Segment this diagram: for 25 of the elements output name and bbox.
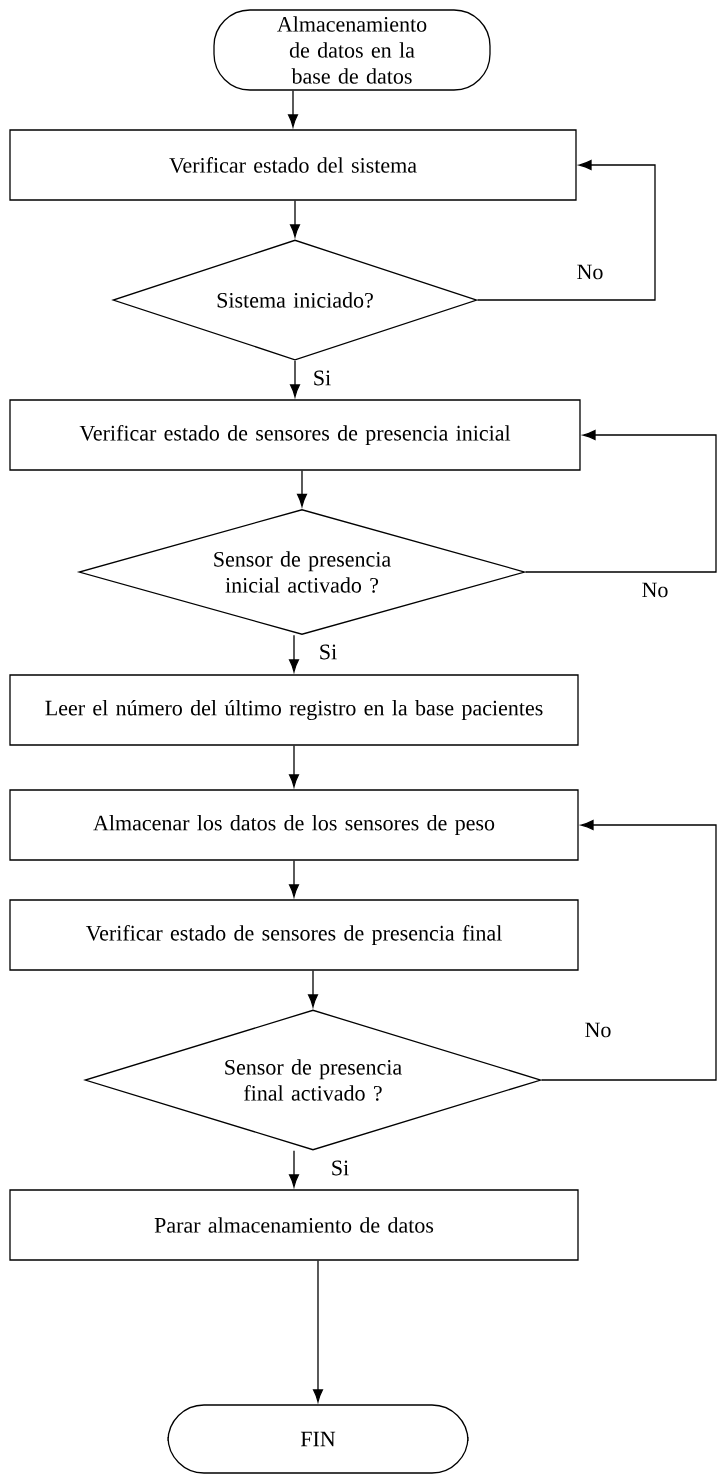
arrow (312, 1260, 324, 1403)
process-box: Verificar estado de sensores de presencia inicial (9, 399, 581, 471)
arrow (477, 160, 656, 301)
edge-label: Si (329, 1159, 351, 1177)
edge-label: No (583, 1021, 613, 1039)
edge-label: No (640, 581, 670, 599)
arrow (525, 430, 717, 573)
process-box: Leer el número del último registro en la base pacientes (9, 674, 579, 746)
arrow (287, 90, 299, 128)
process-box: Almacenar los datos de los sensores de peso (9, 789, 579, 861)
arrow (288, 634, 300, 673)
arrow (288, 860, 300, 898)
arrow (289, 360, 301, 398)
arrow (288, 745, 300, 788)
process-box: Verificar estado del sistema (9, 129, 577, 201)
arrow (307, 970, 319, 1008)
edge-label: Si (317, 643, 339, 661)
arrow (289, 200, 301, 238)
process-box: Verificar estado de sensores de presencia final (9, 899, 579, 971)
arrow (541, 820, 717, 1081)
arrow (296, 470, 308, 507)
edge-label: Si (311, 369, 333, 387)
arrow (288, 1150, 300, 1188)
edge-label: No (575, 263, 605, 281)
process-box: Parar almacenamiento de datos (9, 1189, 579, 1261)
